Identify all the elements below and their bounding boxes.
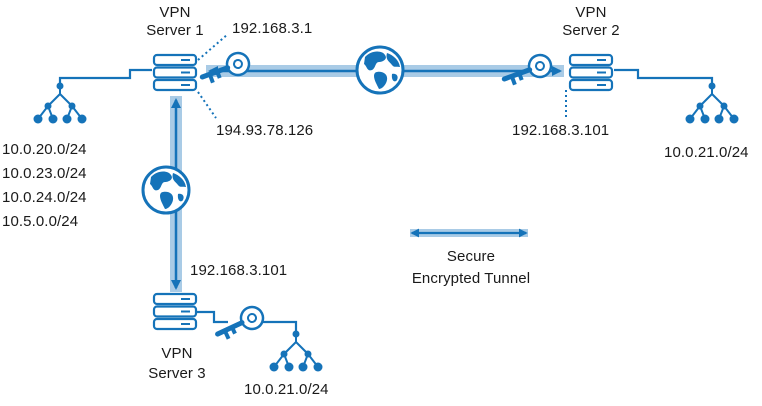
server1-label-line2: Server 1 — [146, 22, 204, 39]
double-arrow-icon — [410, 228, 528, 238]
legend-line2: Encrypted Tunnel — [411, 270, 531, 287]
server3-lan-link — [196, 310, 228, 324]
globe-icon — [355, 45, 405, 95]
legend-label: Secure Encrypted Tunnel — [412, 246, 530, 290]
server2-label: VPN Server 2 — [562, 4, 620, 40]
server1-subnet-list: 10.0.20.0/24 10.0.23.0/24 10.0.24.0/24 1… — [2, 138, 87, 234]
server3-label-line2: Server 3 — [148, 365, 206, 382]
network-tree-icon — [684, 81, 740, 125]
server3-label-line1: VPN — [161, 345, 193, 362]
network-tree-icon — [268, 329, 324, 373]
server2-label-line1: VPN — [575, 4, 607, 21]
server-icon — [568, 53, 614, 92]
server2-subnet: 10.0.21.0/24 — [664, 144, 749, 161]
server-icon — [152, 53, 198, 92]
server1-label: VPN Server 1 — [146, 4, 204, 40]
globe-icon — [141, 165, 191, 215]
server-icon — [152, 292, 198, 331]
server3-label: VPN Server 3 — [148, 344, 206, 384]
subnet-item: 10.0.24.0/24 — [2, 189, 87, 206]
server3-subnet: 10.0.21.0/24 — [244, 381, 329, 398]
network-tree-icon — [32, 81, 88, 125]
subnet-item: 10.0.20.0/24 — [2, 141, 87, 158]
server2-label-line2: Server 2 — [562, 22, 620, 39]
server3-lan-link-2 — [262, 320, 298, 332]
server1-public-ip: 194.93.78.126 — [216, 122, 314, 139]
server1-label-line1: VPN — [159, 4, 191, 21]
dotted-leaders — [197, 33, 567, 120]
server2-tunnel-ip: 192.168.3.101 — [512, 122, 610, 139]
legend-line1: Secure — [446, 248, 496, 265]
server3-tunnel-ip: 192.168.3.101 — [190, 262, 288, 279]
server2-lan-link — [614, 68, 714, 84]
server1-tunnel-ip: 192.168.3.1 — [232, 20, 313, 37]
key-icon — [213, 303, 267, 344]
subnet-item: 10.5.0.0/24 — [2, 213, 79, 230]
server1-lan-link — [58, 68, 152, 86]
subnet-item: 10.0.23.0/24 — [2, 165, 87, 182]
